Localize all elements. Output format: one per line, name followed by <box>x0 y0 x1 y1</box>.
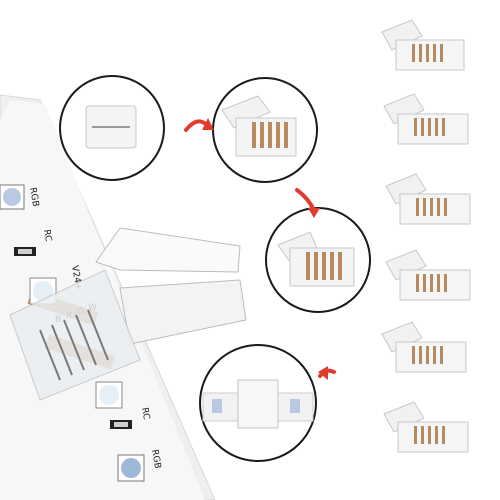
connector-6 <box>383 401 469 453</box>
connector-1 <box>381 19 465 71</box>
connector-3 <box>385 173 471 225</box>
detail-circle-connected <box>199 344 317 462</box>
open-pins <box>252 122 288 148</box>
connector-stack <box>381 19 471 453</box>
connector-5 <box>381 321 467 373</box>
resistor-label-bottom: RC <box>139 407 151 421</box>
rgb-led-top <box>0 184 25 210</box>
resistor-top <box>14 247 36 256</box>
detail-circle-open <box>212 77 318 183</box>
detail-circle-closed <box>59 75 165 181</box>
rgb-led-bottom <box>117 454 145 482</box>
detail-circle-clip <box>265 207 371 313</box>
strip-label-bottom: RGB <box>149 449 162 470</box>
arrowheads <box>202 118 328 380</box>
connector-2 <box>383 93 469 145</box>
clip-pins <box>306 252 342 280</box>
white-led-bottom <box>95 381 123 409</box>
connector-4 <box>385 249 471 301</box>
strip-label-top: RGB <box>27 187 40 208</box>
resistor-bottom <box>110 420 132 429</box>
resistor-label-top: RC <box>41 229 53 243</box>
connector-pins <box>39 309 109 381</box>
strip-connector <box>9 227 247 401</box>
